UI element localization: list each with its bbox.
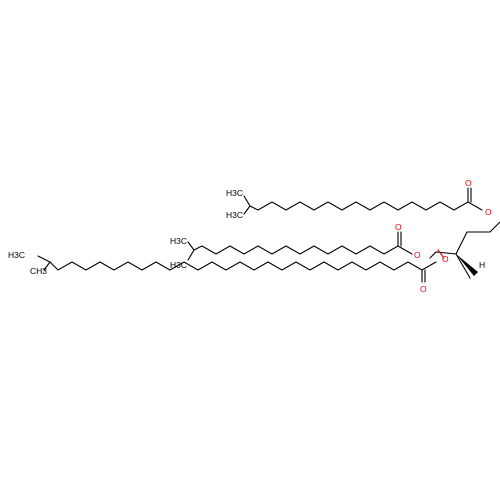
glycerol-backbone: [429, 221, 500, 279]
chain-bond: [49, 261, 437, 271]
oxygen-atom-carbonyl-bottom: O: [420, 284, 427, 294]
methyl-group-top-b: H3C: [226, 210, 243, 220]
oxygen-atom-ester-middle: O: [414, 250, 421, 260]
oxygen-atom-ester-top: O: [485, 207, 492, 217]
acyl-chain-top: [243, 187, 483, 215]
methyl-group-bottom: CH3: [30, 266, 47, 276]
atom-labels: O O O O O O H H3C H3C H3C H3C H3C CH3: [8, 178, 492, 294]
branch-bond: [243, 205, 251, 215]
backbone-bond: [455, 221, 500, 279]
methyl-group-middle-b: H3C: [170, 260, 187, 270]
acyl-chain-bottom: [37, 255, 437, 283]
methyl-group-top-a: H3C: [226, 188, 243, 198]
stereo-wedge-bond: [456, 254, 478, 276]
ester-bond-bottom: [437, 249, 445, 259]
branch-bond: [43, 261, 51, 271]
methyl-group-middle-a: H3C: [170, 236, 187, 246]
oxygen-atom-carbonyl-middle: O: [395, 222, 402, 232]
chain-bond: [193, 245, 413, 255]
ethyl-group-bottom: H3C: [8, 250, 25, 260]
oxygen-atom-carbonyl-top: O: [465, 178, 472, 188]
oxygen-atom-ester-bottom: O: [442, 254, 449, 264]
branch-bond: [187, 249, 195, 261]
branch-bond: [243, 195, 251, 207]
chain-bond: [249, 201, 483, 211]
acyl-chain-middle: [187, 231, 413, 261]
branch-bond: [187, 241, 195, 251]
branch-bond: [37, 255, 51, 263]
backbone-bond: [429, 251, 457, 259]
hydrogen-atom-stereo: H: [479, 260, 485, 270]
